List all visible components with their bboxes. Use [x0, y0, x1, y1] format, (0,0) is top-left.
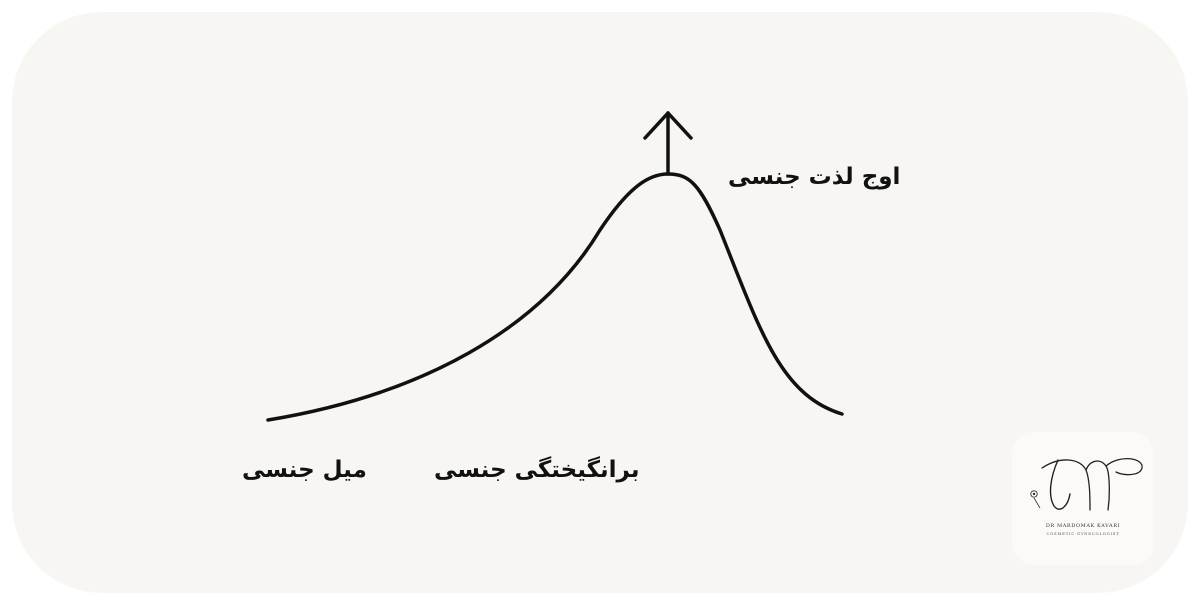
- brand-logo: DR MARDOMAK KAVARI COSMETIC GYNECOLOGIST: [1012, 432, 1154, 565]
- logo-name: DR MARDOMAK KAVARI: [1045, 523, 1121, 529]
- response-curve: [266, 172, 844, 422]
- logo-monogram-icon: [1030, 458, 1143, 511]
- desire-label: میل جنسی: [242, 457, 367, 483]
- peak-label: اوج لذت جنسی: [728, 164, 901, 190]
- diagram-card: [12, 12, 1188, 593]
- arousal-label: برانگیختگی جنسی: [434, 457, 640, 483]
- logo-subtitle: COSMETIC GYNECOLOGIST: [1046, 531, 1120, 536]
- arrow-up-icon: [643, 111, 693, 176]
